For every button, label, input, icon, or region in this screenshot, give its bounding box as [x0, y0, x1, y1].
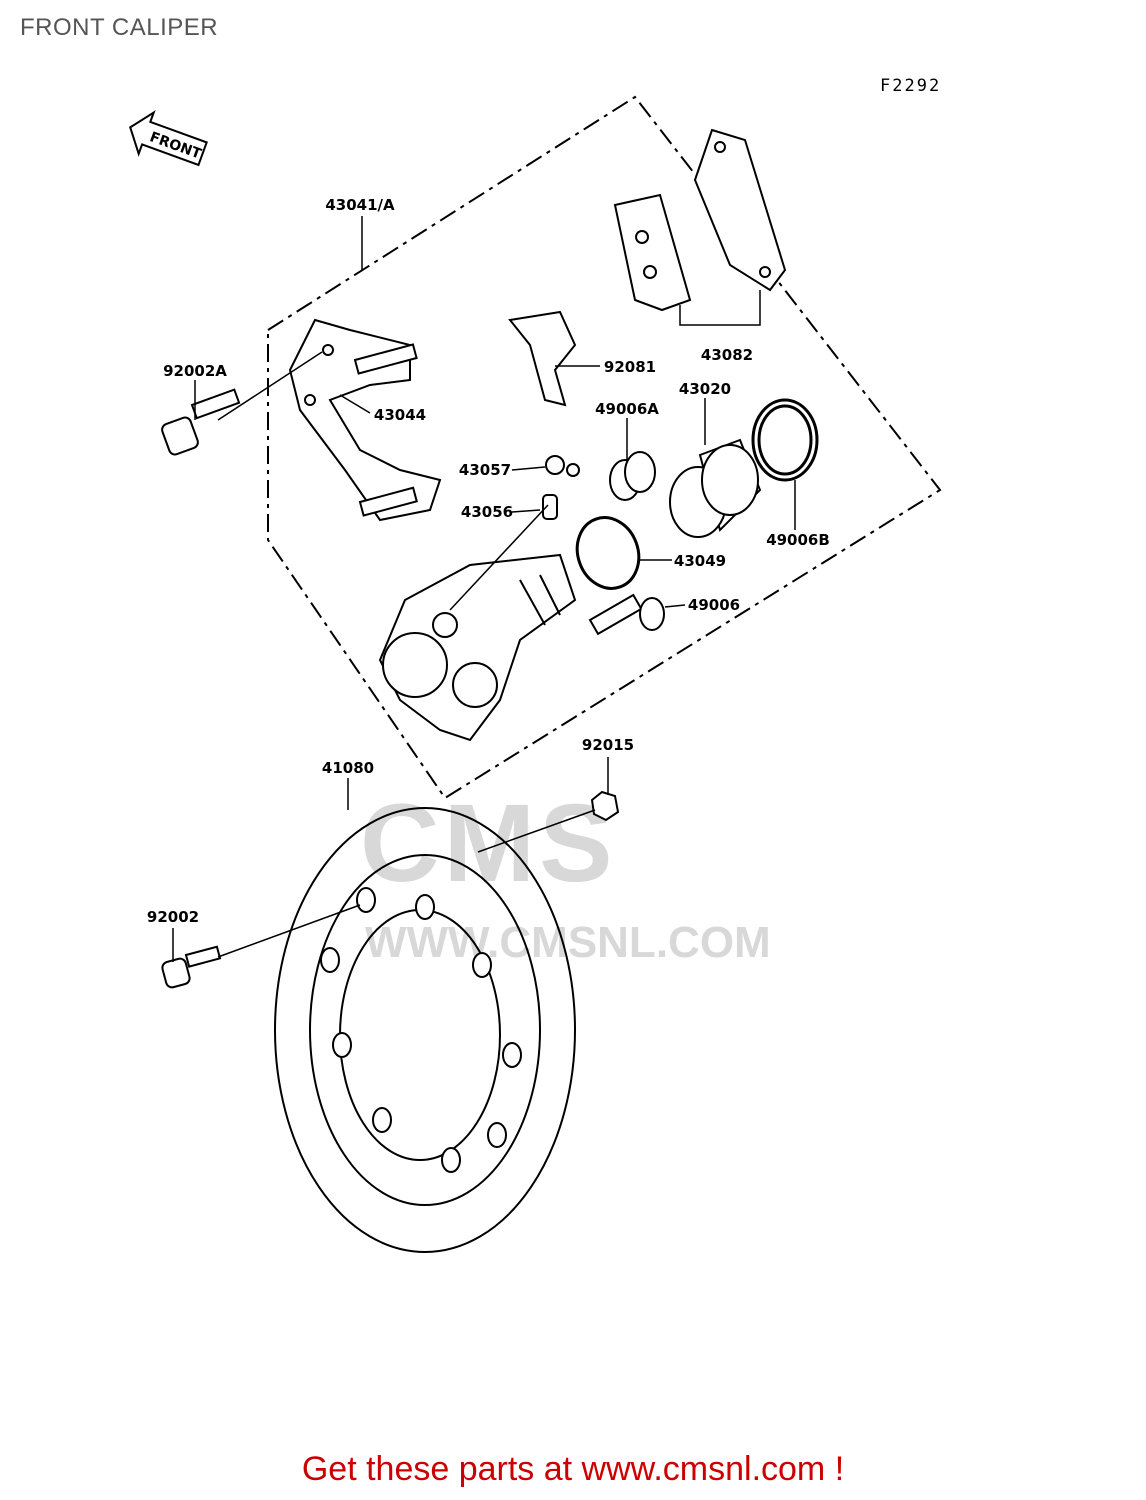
label-43049: 43049: [673, 552, 727, 570]
disc-bolt: [161, 945, 222, 989]
disc-bolt-holes: [320, 887, 522, 1173]
o-ring: [575, 516, 641, 590]
label-92015: 92015: [581, 736, 635, 754]
label-43041A: 43041/A: [325, 196, 395, 214]
disc-nut: [590, 790, 620, 822]
brake-pad-left: [613, 193, 692, 312]
caliper-piston: [669, 438, 762, 538]
label-49006B: 49006B: [766, 531, 830, 549]
dust-seal: [609, 451, 656, 501]
assembly-boundary: [267, 95, 942, 800]
watermark-logo: CMS: [360, 782, 617, 905]
caliper-body: [378, 553, 577, 742]
label-43056: 43056: [460, 503, 514, 521]
label-43082: 43082: [700, 346, 754, 364]
piston-seal: [751, 398, 819, 482]
label-92002: 92002: [146, 908, 200, 926]
label-43044: 43044: [373, 406, 427, 424]
label-43020: 43020: [678, 380, 732, 398]
label-41080: 41080: [321, 759, 375, 777]
footer-link-text[interactable]: Get these parts at www.cmsnl.com !: [301, 1450, 845, 1488]
label-49006: 49006: [687, 596, 741, 614]
brake-disc: [274, 807, 576, 1253]
leader-lines: [172, 216, 796, 962]
label-49006A: 49006A: [595, 400, 659, 418]
bracket-bolt: [161, 388, 241, 456]
pad-spring: [508, 310, 577, 407]
label-92081: 92081: [603, 358, 657, 376]
label-92002A: 92002A: [163, 362, 227, 380]
pin-boot: [588, 593, 665, 636]
brake-pad-right: [693, 128, 787, 292]
bleed-valve: [542, 455, 580, 520]
diagram-code: F2292: [880, 76, 942, 96]
page-title: FRONT CALIPER: [20, 14, 219, 41]
caliper-bracket: [288, 318, 442, 522]
front-arrow-icon: FRONT: [129, 110, 208, 167]
label-43057: 43057: [458, 461, 512, 479]
